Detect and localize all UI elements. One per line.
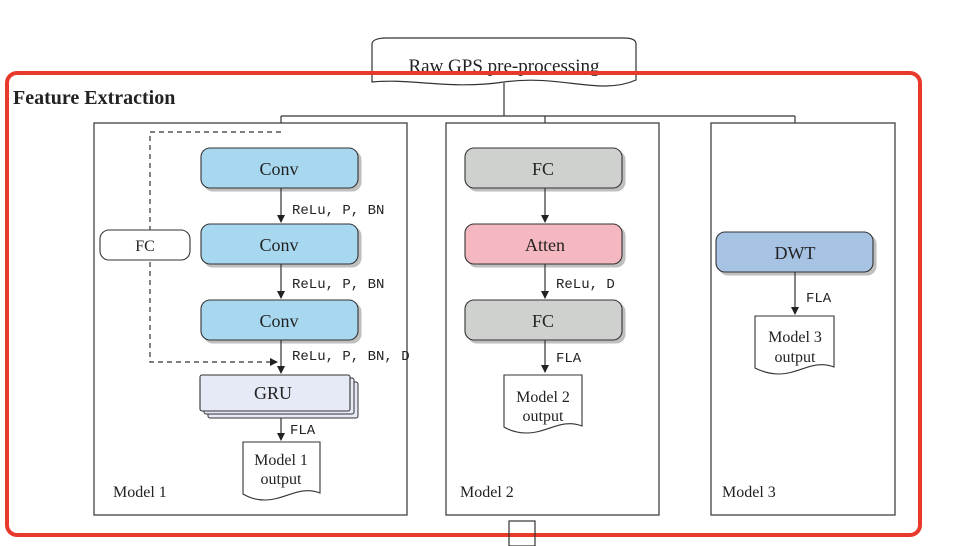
model3-output-line1: Model 3 (768, 329, 822, 346)
model3-output: Model 3 output (754, 315, 835, 375)
model2-atten: Atten (464, 223, 623, 265)
model2-fc1: FC (464, 147, 623, 189)
model2-output-line1: Model 2 (516, 389, 570, 406)
model3-label: Model 3 (722, 484, 776, 501)
model2-edge2-label: FLA (556, 351, 582, 367)
model1-conv2: Conv (200, 223, 359, 265)
model1-conv1: Conv (200, 147, 359, 189)
model1-edge2-label: ReLu, P, BN (292, 277, 384, 293)
model3-dwt: DWT (715, 231, 874, 273)
model1-conv1-label: Conv (259, 159, 298, 179)
model3-dwt-label: DWT (775, 243, 816, 263)
model1-gru-label: GRU (254, 383, 292, 403)
model1-output-line1: Model 1 (254, 452, 308, 469)
model2-output-line2: output (523, 408, 564, 425)
model1-conv3: Conv (200, 299, 359, 341)
model2-label: Model 2 (460, 484, 514, 501)
model1-output-line2: output (261, 471, 302, 488)
model2-edge1-label: ReLu, D (556, 277, 615, 293)
raw-gps-node: Raw GPS pre-processing (371, 37, 637, 87)
model1-edge1-label: ReLu, P, BN (292, 203, 384, 219)
model2-output: Model 2 output (503, 374, 583, 434)
model2-atten-label: Atten (525, 235, 565, 255)
section-title: Feature Extraction (13, 87, 175, 109)
feature-extraction-border (5, 71, 922, 537)
model1-side-fc: FC (99, 229, 191, 261)
model3-edge1-label: FLA (806, 291, 832, 307)
model1-gru: GRU (199, 374, 359, 419)
model2-fc2: FC (464, 299, 623, 341)
model1-conv2-label: Conv (259, 235, 298, 255)
model1-side-fc-label: FC (135, 238, 155, 255)
model3-output-line2: output (775, 349, 816, 366)
model2-fc1-label: FC (532, 159, 554, 179)
model1-output: Model 1 output (242, 441, 321, 501)
model2-fc2-label: FC (532, 311, 554, 331)
model1-label: Model 1 (113, 484, 167, 501)
model1-edge3-label: ReLu, P, BN, D (292, 349, 410, 365)
model1-conv3-label: Conv (259, 311, 298, 331)
bottom-connector (508, 520, 536, 546)
model1-edge4-label: FLA (290, 423, 316, 439)
